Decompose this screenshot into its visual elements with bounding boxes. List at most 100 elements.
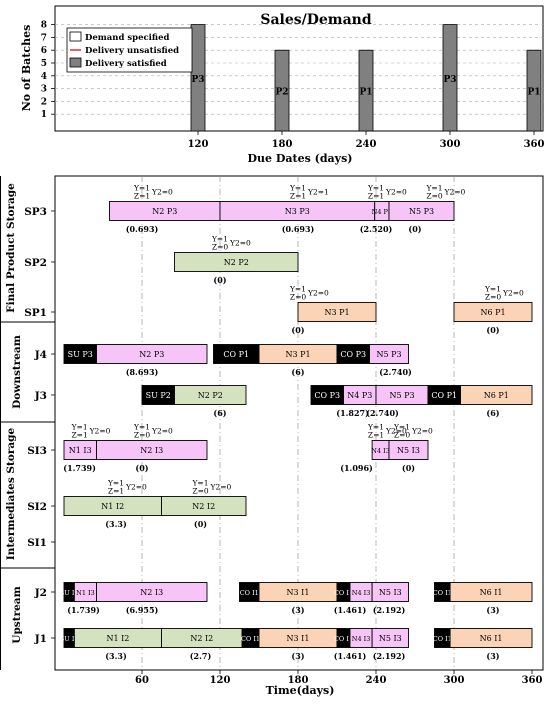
gantt-yz-line2: Z=1 (290, 192, 306, 201)
gantt-task-label: N4 P3 (347, 391, 372, 400)
gantt-task-label: N1 I3 (69, 446, 92, 455)
gantt-task-label: N2 I3 (140, 446, 163, 455)
sales-xtick-label: 360 (524, 139, 545, 150)
gantt-value: (8.693) (126, 367, 159, 377)
gantt-row-label: J2 (34, 587, 47, 599)
gantt-yz-line1: Y=1 (367, 184, 384, 193)
sales-ytick-label: 7 (41, 33, 47, 43)
gantt-panel-frame (54, 175, 544, 671)
gantt-value: (1.827) (336, 408, 369, 418)
gantt-yz-line2: Z=1 (134, 192, 150, 201)
gantt-value: (0) (402, 463, 415, 473)
gantt-y2-label: Y2=0 (151, 427, 173, 436)
gantt-task-label: N1 I2 (101, 502, 124, 511)
gantt-task-label: N2 I3 (140, 588, 163, 597)
gantt-task-label: N6 I1 (480, 588, 503, 597)
legend-demand-label: Demand specified (85, 33, 169, 43)
sales-bar-label: P3 (443, 75, 456, 85)
gantt-row-label: SI2 (27, 501, 47, 513)
gantt-task-bar (174, 252, 299, 272)
gantt-yz-line1: Y=1 (107, 479, 124, 488)
gantt-task-bar (371, 582, 409, 602)
gantt-value: (0) (408, 224, 421, 234)
gantt-task-label: N2 P2 (198, 391, 223, 400)
gantt-xtick-label: 300 (444, 675, 465, 686)
gantt-task-label: N4 I3 (352, 589, 371, 597)
sales-ytick-label: 1 (41, 110, 47, 120)
legend-satisfied-swatch (69, 57, 82, 68)
gantt-value: (6) (486, 408, 499, 418)
gantt-row-label: SP3 (24, 206, 47, 218)
gantt-task-label: N5 P3 (409, 207, 434, 216)
gantt-xtick-label: 360 (522, 675, 543, 686)
gantt-value: (0) (291, 325, 304, 335)
gantt-value: (2.192) (373, 605, 406, 615)
gantt-task-label: N3 I1 (287, 588, 310, 597)
group-final-product-storage: Final Product Storage (5, 183, 17, 313)
gantt-task-label: CO P1 (431, 391, 457, 400)
gantt-task-label: CO I1 (334, 589, 353, 597)
gantt-value: (6.955) (126, 605, 159, 615)
gantt-task-label: N3 I1 (287, 634, 310, 643)
gantt-value: (3.3) (105, 519, 127, 529)
gantt-row-label: SI3 (27, 445, 47, 457)
gantt-value: (1.461) (334, 605, 367, 615)
gantt-value: (3) (486, 605, 499, 615)
gantt-task-label: N5 I3 (379, 588, 402, 597)
sales-xtick-label: 300 (440, 139, 461, 150)
gantt-y2-label: Y2=0 (307, 289, 329, 298)
gantt-task-label: N6 I1 (480, 634, 503, 643)
gantt-value: (0.693) (282, 224, 315, 234)
gantt-value: (0) (486, 325, 499, 335)
sales-legend: Demand specified Delivery unsatisfied De… (66, 27, 193, 73)
sales-bar-label: P2 (275, 88, 288, 98)
gantt-value: (2.192) (373, 651, 406, 661)
gantt-task-label: N5 P3 (376, 350, 401, 359)
gantt-task-label: SU P2 (146, 391, 171, 400)
sales-bar-label: P1 (359, 88, 372, 98)
gantt-task-label: N5 I3 (397, 446, 420, 455)
gantt-task-label: SU P3 (68, 350, 93, 359)
gantt-task-bar (388, 440, 429, 460)
gantt-yz-line1: Y=1 (484, 285, 501, 294)
gantt-value: (1.739) (67, 605, 100, 615)
gantt-task-label: N1 I2 (107, 634, 130, 643)
legend-satisfied-label: Delivery satisfied (85, 59, 167, 69)
gantt-yz-line1: Y=1 (133, 184, 150, 193)
sales-ytick-label: 4 (41, 72, 47, 82)
gantt-task-bar (297, 302, 377, 322)
gantt-task-label: CO I1 (433, 589, 452, 597)
gantt-yz-line1: Y=1 (393, 423, 410, 432)
gantt-y2-label: Y2=0 (502, 289, 524, 298)
gantt-task-bar (174, 385, 247, 405)
gantt-value: (2.7) (190, 651, 212, 661)
gantt-value: (3) (291, 605, 304, 615)
gantt-value: (2.740) (366, 408, 399, 418)
gantt-yz-line1: Y=1 (191, 479, 208, 488)
gantt-yz-line1: Y=1 (289, 285, 306, 294)
gantt-yz-line2: Z=0 (192, 487, 208, 496)
gantt-task-label: N2 I2 (190, 634, 213, 643)
gantt-task-label: N2 I2 (192, 502, 215, 511)
gantt-task-label: N5 P3 (389, 391, 414, 400)
group-intermediates-storage: Intermediates Storage (5, 427, 17, 560)
gantt-xtick-label: 180 (288, 675, 309, 686)
gantt-task-bar (369, 344, 409, 364)
gantt-value: (1.739) (63, 463, 96, 473)
gantt-task-label: N6 P1 (484, 391, 509, 400)
gantt-value: (0) (135, 463, 148, 473)
gantt-value: (0) (213, 275, 226, 285)
gantt-value: (3) (486, 651, 499, 661)
gantt-task-bar (96, 344, 208, 364)
gantt-task-label: CO P1 (223, 350, 249, 359)
gantt-y2-label: Y2=0 (125, 483, 147, 492)
sales-ytick-label: 3 (41, 85, 47, 95)
sales-bar-label: P3 (191, 75, 204, 85)
sales-panel-frame (54, 5, 544, 132)
gantt-row-label: SP1 (24, 307, 47, 319)
gantt-y2-label: Y2=0 (210, 483, 232, 492)
